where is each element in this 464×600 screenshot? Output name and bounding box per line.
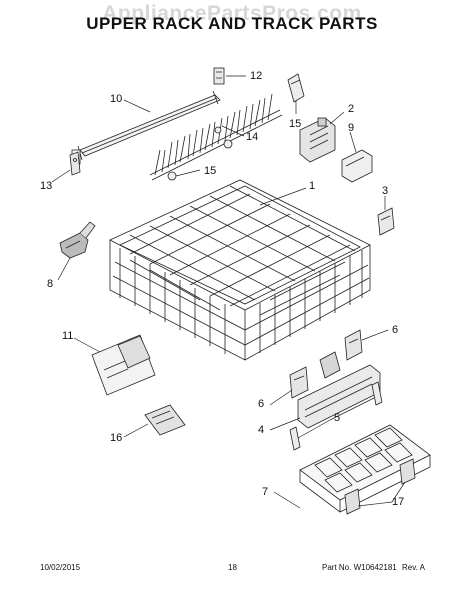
- latch-part-3: [377, 207, 395, 236]
- track-rail-part-10: [71, 90, 221, 165]
- track-clip-part-6-left: [289, 366, 309, 399]
- bracket-part-16: [144, 404, 186, 436]
- callout-17: 17: [392, 496, 405, 508]
- track-clip-part-6-right: [344, 329, 363, 361]
- callout-15-upper: 15: [289, 118, 302, 130]
- callout-8: 8: [47, 278, 54, 290]
- handle-part-8: [59, 221, 96, 259]
- callout-16: 16: [110, 432, 123, 444]
- callout-1: 1: [309, 180, 316, 192]
- clip-part-15-lower: [167, 126, 233, 181]
- guide-part-5: [289, 381, 383, 451]
- watermark: AppliancePartsPros.com: [102, 2, 362, 25]
- diagram-title: UPPER RACK AND TRACK PARTS: [86, 14, 378, 33]
- clip-part-15-upper: [287, 73, 305, 103]
- track-stop-part-13: [69, 151, 81, 176]
- footer-part-number: Part No. W10642181: [322, 563, 397, 572]
- callout-9: 9: [348, 122, 355, 134]
- callout-12: 12: [250, 70, 263, 82]
- adjuster-housing-part-2: [299, 117, 336, 163]
- callout-11: 11: [62, 330, 74, 342]
- callout-6-right: 6: [392, 324, 399, 336]
- callout-15-lower: 15: [204, 165, 217, 177]
- footer-page-number: 18: [228, 563, 237, 572]
- cover-part-11: [91, 334, 156, 396]
- tine-row-part-7: [299, 424, 431, 513]
- callout-4: 4: [258, 424, 265, 436]
- callout-14: 14: [246, 131, 259, 143]
- footer-date: 10/02/2015: [40, 563, 81, 572]
- footer-revision: Rev. A: [402, 563, 425, 572]
- upper-rack-part-1: [109, 179, 371, 361]
- callout-7: 7: [262, 486, 269, 498]
- end-cap-part-12: [213, 67, 225, 85]
- callout-13: 13: [40, 180, 53, 192]
- clip-part-17-b: [399, 458, 416, 485]
- callout-6-left: 6: [258, 398, 265, 410]
- callout-3: 3: [382, 185, 389, 197]
- adjuster-assembly-part-4: [297, 351, 381, 429]
- callout-5: 5: [334, 412, 341, 424]
- leader-lines: [51, 75, 406, 509]
- callout-2: 2: [348, 103, 355, 115]
- callout-10: 10: [110, 93, 123, 105]
- clip-part-17-a: [344, 488, 361, 515]
- actuator-part-9: [341, 149, 373, 183]
